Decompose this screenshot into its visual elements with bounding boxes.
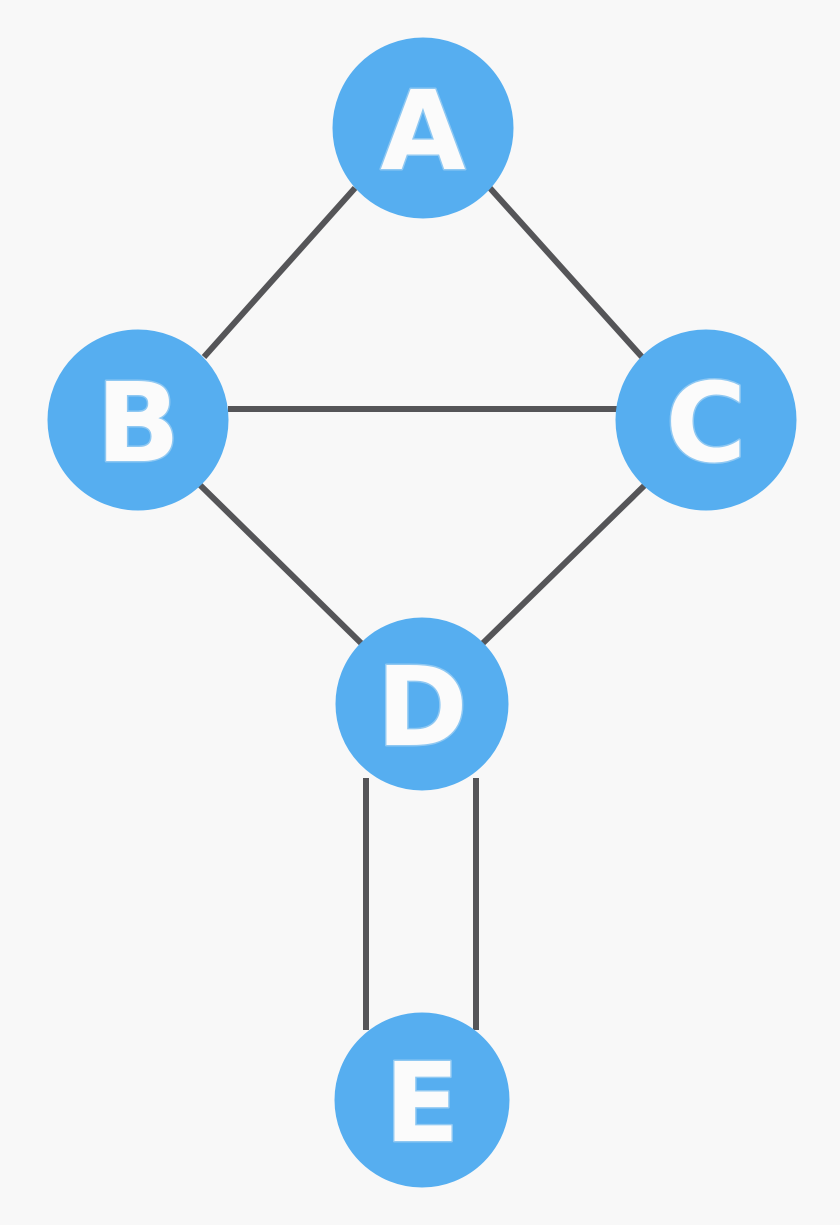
node-circle-b[interactable] bbox=[47, 329, 229, 511]
node-layer: A B C D E bbox=[47, 37, 797, 1188]
graph-node-b[interactable]: B bbox=[47, 329, 229, 511]
graph-edge-b-d[interactable] bbox=[197, 482, 366, 648]
node-label-a: A bbox=[380, 67, 465, 195]
graph-edge-c-d[interactable] bbox=[478, 481, 649, 648]
node-circle-a[interactable] bbox=[332, 37, 514, 219]
graph-node-c[interactable]: C bbox=[615, 329, 797, 511]
node-label-d: D bbox=[376, 643, 467, 771]
node-label-c: C bbox=[666, 359, 747, 487]
node-circle-e[interactable] bbox=[334, 1012, 510, 1188]
edge-layer bbox=[197, 184, 649, 1030]
node-label-b: B bbox=[96, 359, 180, 487]
graph-edge-a-b[interactable] bbox=[201, 186, 358, 359]
graph-node-e[interactable]: E bbox=[334, 1012, 510, 1188]
graph-node-a[interactable]: A bbox=[332, 37, 514, 219]
node-label-e: E bbox=[384, 1039, 459, 1167]
graph-edge-a-c[interactable] bbox=[486, 184, 645, 360]
node-circle-c[interactable] bbox=[615, 329, 797, 511]
node-circle-d[interactable] bbox=[335, 617, 509, 791]
graph-node-d[interactable]: D bbox=[335, 617, 509, 791]
